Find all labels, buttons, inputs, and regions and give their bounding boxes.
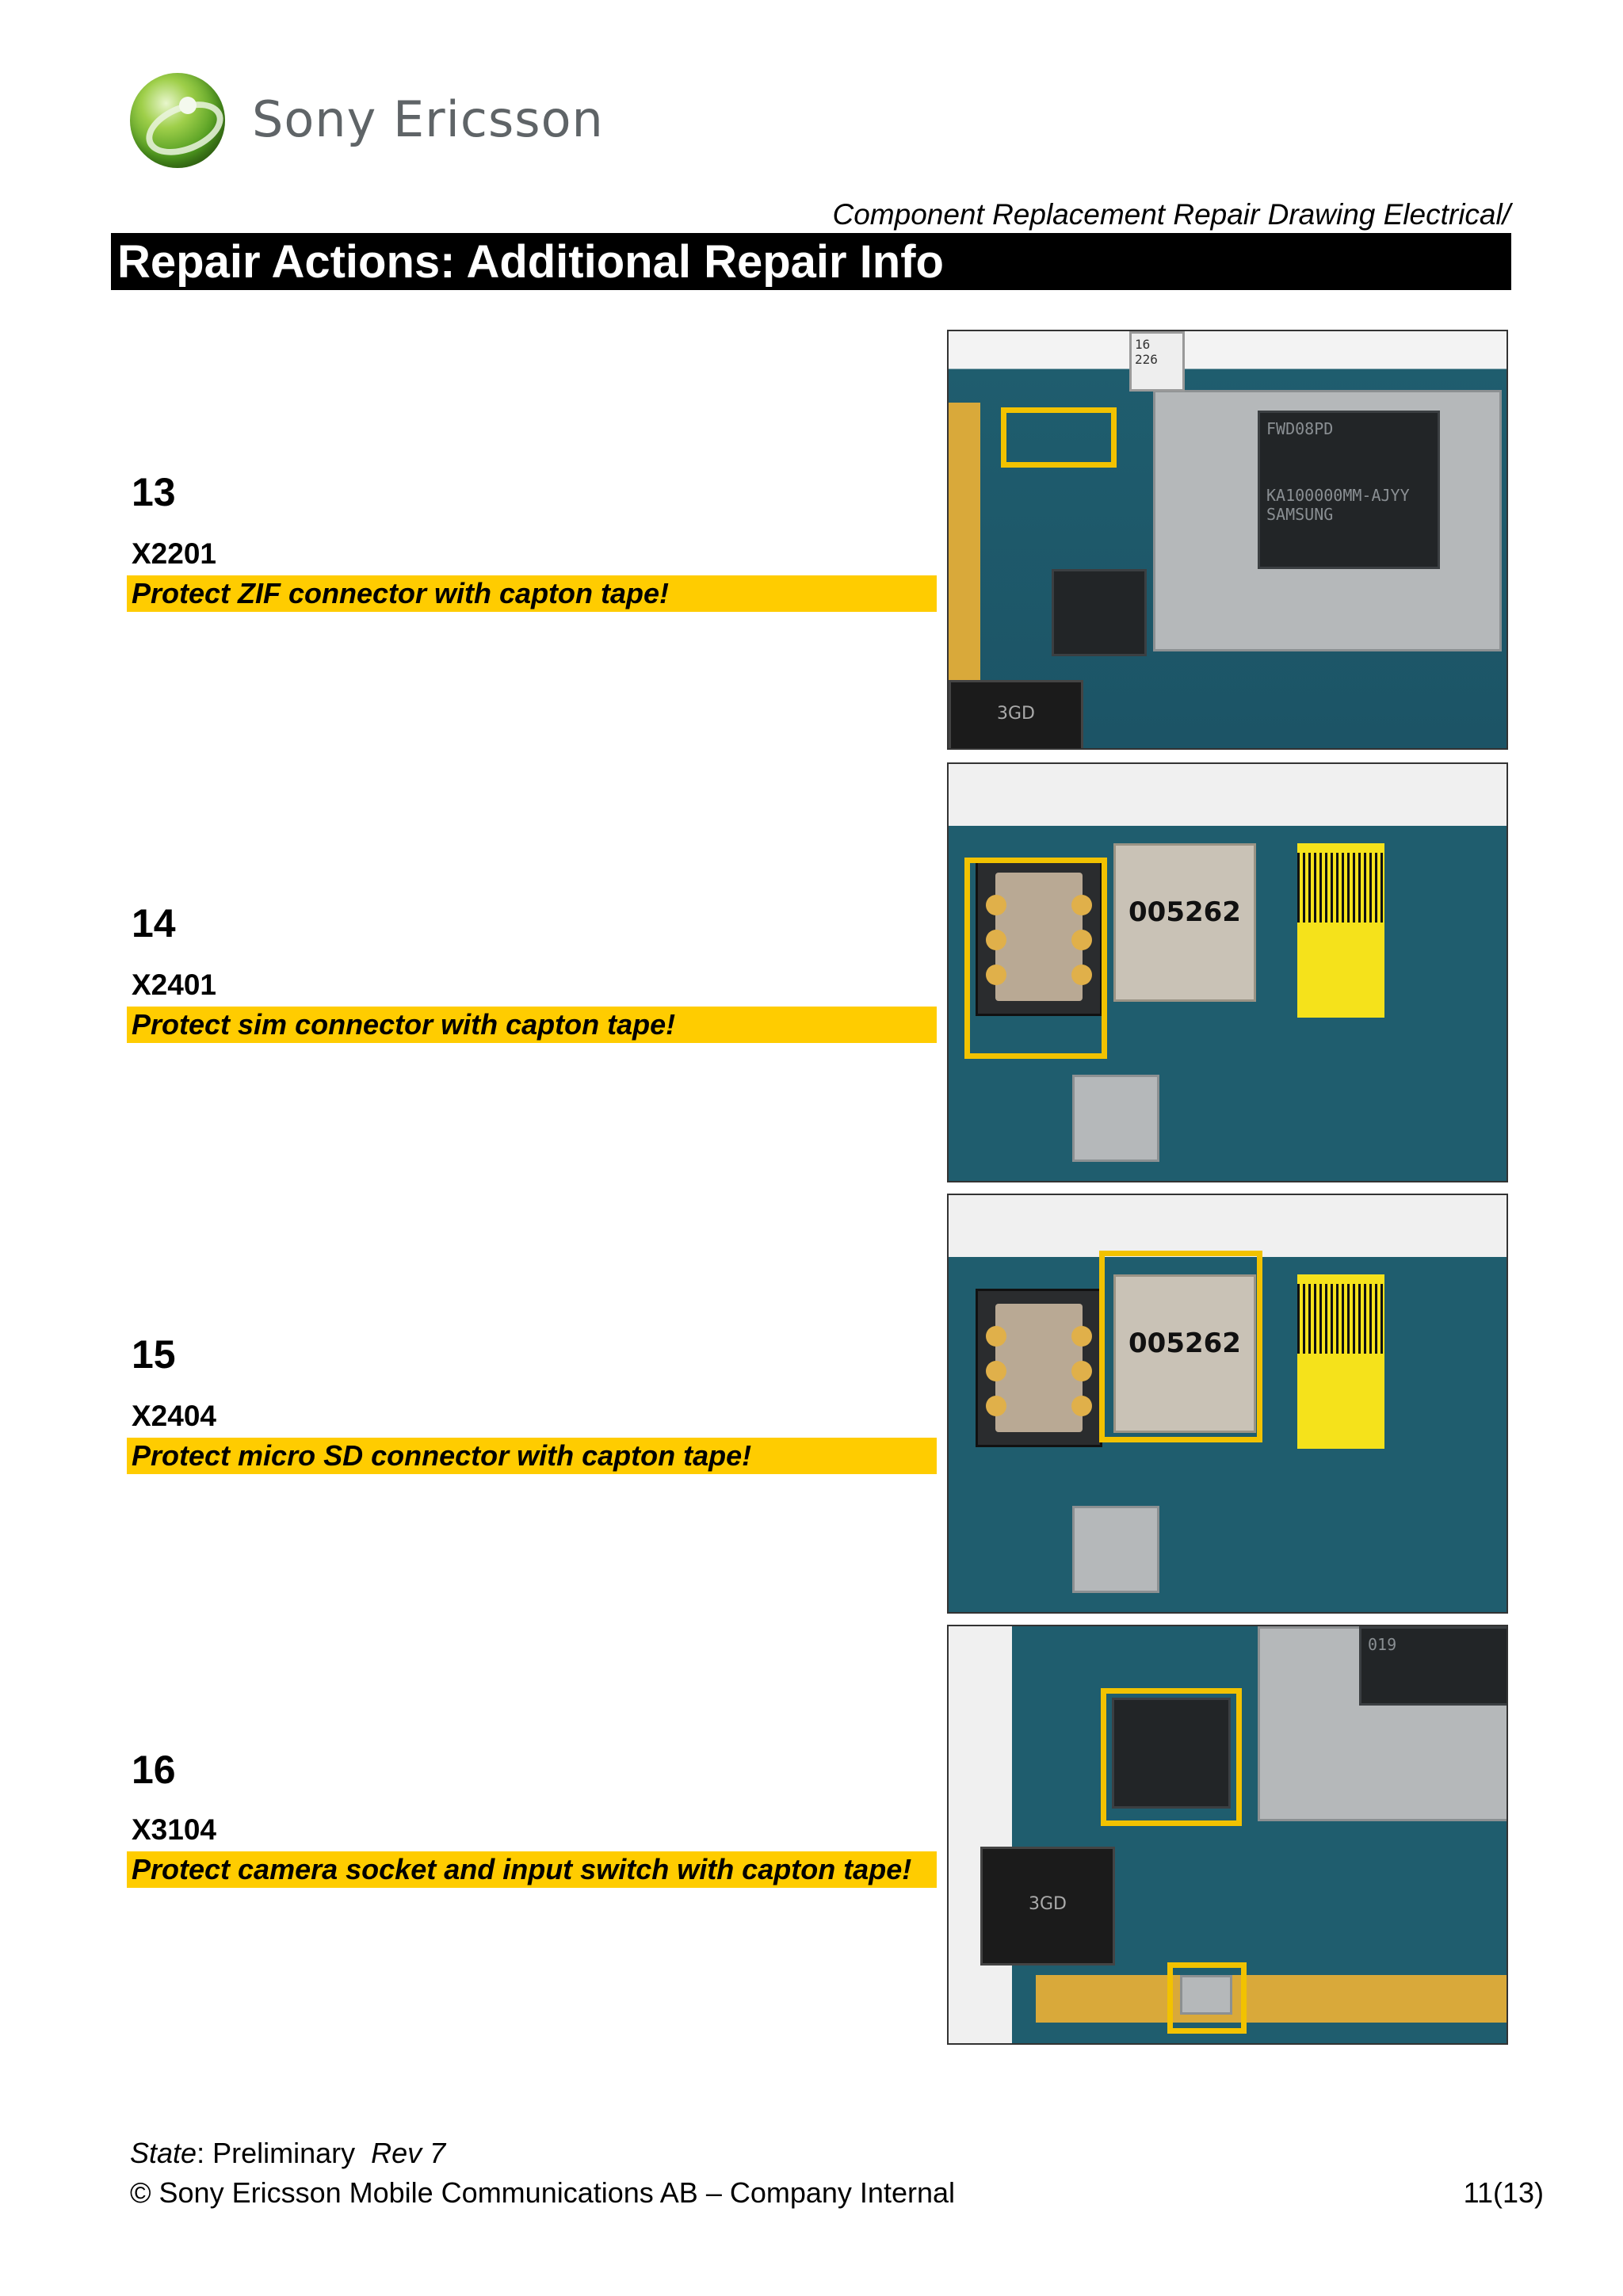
usb-connector-marking: 16 226	[1129, 331, 1185, 392]
item-note-micro-sd: Protect micro SD connector with capton t…	[127, 1438, 937, 1474]
chip-marking-brand: SAMSUNG	[1266, 505, 1334, 524]
section-title-bar	[111, 233, 1511, 290]
revision: Rev 7	[371, 2137, 446, 2169]
sim-connector	[976, 1289, 1102, 1447]
item-number-13: 13	[132, 470, 176, 514]
memory-chip: 019	[1359, 1626, 1507, 1706]
micro-sd-highlight	[1099, 1251, 1262, 1442]
audio-jack: 3GD	[980, 1847, 1115, 1966]
copyright-notice: © Sony Ericsson Mobile Communications AB…	[130, 2176, 955, 2209]
barcode-sticker	[1297, 1274, 1384, 1449]
photo-sim-connector: 005262	[947, 762, 1508, 1182]
item-note-camera-socket: Protect camera socket and input switch w…	[127, 1851, 937, 1888]
sim-connector-highlight	[964, 858, 1107, 1059]
item-ref-x2201: X2201	[132, 537, 216, 570]
document-type: Component Replacement Repair Drawing Ele…	[832, 198, 1511, 231]
micro-sd-connector: 005262	[1113, 1274, 1256, 1433]
input-switch-highlight	[1167, 1962, 1247, 2034]
item-ref-x2401: X2401	[132, 968, 216, 1001]
item-ref-x2404: X2404	[132, 1400, 216, 1432]
sony-ericsson-logo-icon	[130, 73, 225, 168]
memory-chip: FWD08PD KA100000MM-AJYY SAMSUNG	[1258, 411, 1440, 569]
state-label: State	[130, 2137, 197, 2169]
zif-connector-highlight	[1001, 407, 1117, 468]
chip-marking-mid: KA100000MM-AJYY	[1266, 486, 1410, 505]
micro-sd-connector: 005262	[1113, 843, 1256, 1002]
item-number-15: 15	[132, 1332, 176, 1377]
photo-zif-connector: FWD08PD KA100000MM-AJYY SAMSUNG 16 226 3…	[947, 330, 1508, 750]
background-top	[949, 764, 1507, 826]
pcb-gold-edge	[1036, 1975, 1507, 2023]
background-left	[949, 1626, 1012, 2043]
item-note-zif: Protect ZIF connector with capton tape!	[127, 575, 937, 612]
brand-name: Sony Ericsson	[252, 90, 604, 148]
barcode-sticker	[1297, 843, 1384, 1018]
item-number-14: 14	[132, 901, 176, 946]
item-number-16: 16	[132, 1748, 176, 1792]
shield-can	[1072, 1506, 1159, 1593]
photo-micro-sd-connector: 005262	[947, 1194, 1508, 1614]
camera-socket	[1112, 1698, 1231, 1809]
camera-socket-highlight	[1101, 1688, 1242, 1826]
chip-marking-top: FWD08PD	[1266, 419, 1334, 438]
item-ref-x3104: X3104	[132, 1813, 216, 1846]
input-switch	[1180, 1975, 1232, 2015]
item-note-sim: Protect sim connector with capton tape!	[127, 1007, 937, 1043]
page-number: 11(13)	[1463, 2176, 1544, 2209]
shield-can	[1072, 1075, 1159, 1162]
chip-marking-code: 019	[1368, 1635, 1397, 1654]
photo-camera-socket: 019 3GD	[947, 1625, 1508, 2045]
section-title: Repair Actions: Additional Repair Info	[117, 236, 944, 288]
state-value: : Preliminary	[197, 2137, 356, 2169]
camera-socket-chip	[1052, 569, 1147, 656]
background-top	[949, 1195, 1507, 1257]
document-state: State: Preliminary Rev 7	[130, 2137, 445, 2170]
audio-jack: 3GD	[949, 680, 1083, 748]
